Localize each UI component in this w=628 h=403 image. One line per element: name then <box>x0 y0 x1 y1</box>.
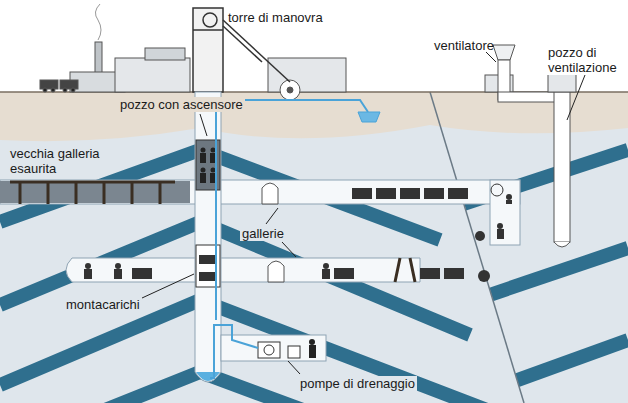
part-label: montacarichi <box>64 297 142 312</box>
water-pipe <box>216 100 368 320</box>
ventilation <box>485 45 576 247</box>
part-label: vecchia galleria esaurita <box>8 146 124 176</box>
part-label: pozzo con ascensore <box>118 97 245 112</box>
main-shaft <box>195 92 221 382</box>
surface-buildings <box>40 4 346 100</box>
water-outlet <box>358 112 380 122</box>
part-label: torre di manovra <box>226 10 325 25</box>
part-label: ventilatore <box>432 38 496 53</box>
fault-line <box>430 92 524 403</box>
part-label: pompe di drenaggio <box>298 376 417 391</box>
water-pipe <box>210 325 258 378</box>
part-label: pozzo di ventilazione <box>546 45 624 75</box>
lower-gallery <box>66 258 490 282</box>
upper-gallery <box>0 180 520 245</box>
part-label: gallerie <box>240 226 286 241</box>
rock <box>0 92 628 403</box>
drainage-room <box>221 335 326 361</box>
